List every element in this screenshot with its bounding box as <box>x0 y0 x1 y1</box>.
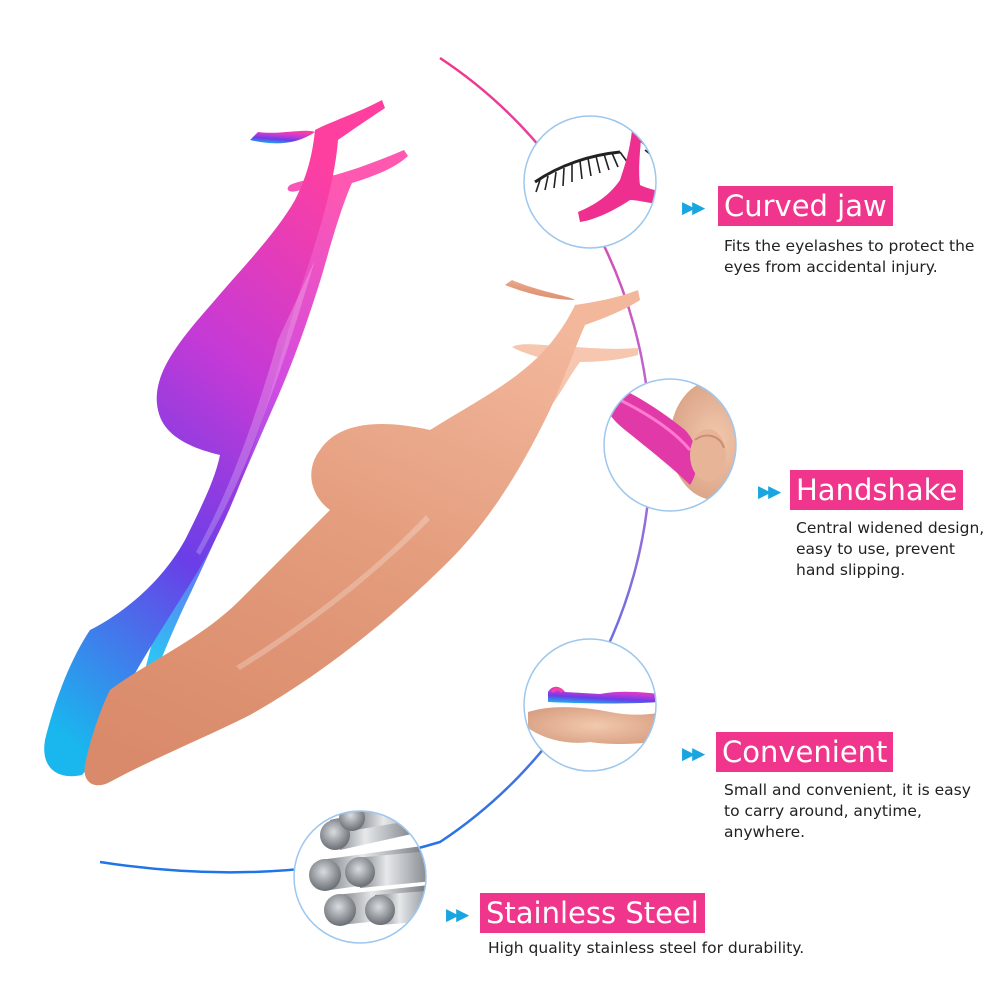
feature-title: Stainless Steel <box>480 893 705 933</box>
rose-tweezer-top-prong <box>505 280 575 300</box>
feature-description: Fits the eyelashes to protect the eyes f… <box>724 237 975 276</box>
convenient-hand-closeup <box>523 638 657 772</box>
feature-title: Curved jaw <box>718 186 893 226</box>
feature-title: Convenient <box>716 732 894 772</box>
feature-description: High quality stainless steel for durabil… <box>488 939 805 957</box>
double-arrow-icon: ▶▶ <box>758 482 781 502</box>
rose-tweezer-front-arm <box>84 290 640 786</box>
double-arrow-icon: ▶▶ <box>682 744 705 764</box>
feature-description: Central widened design, easy to use, pre… <box>796 519 985 579</box>
feature-title: Handshake <box>790 470 964 510</box>
steel-rods-closeup <box>293 810 427 944</box>
double-arrow-icon: ▶▶ <box>446 905 469 925</box>
handshake-closeup <box>603 378 737 512</box>
feature-description: Small and convenient, it is easy to carr… <box>724 781 971 841</box>
rainbow-tweezer-front-arm <box>44 100 385 777</box>
rainbow-tweezer-top-prong <box>250 130 315 144</box>
double-arrow-icon: ▶▶ <box>682 198 705 218</box>
curved-jaw-closeup <box>523 115 657 249</box>
